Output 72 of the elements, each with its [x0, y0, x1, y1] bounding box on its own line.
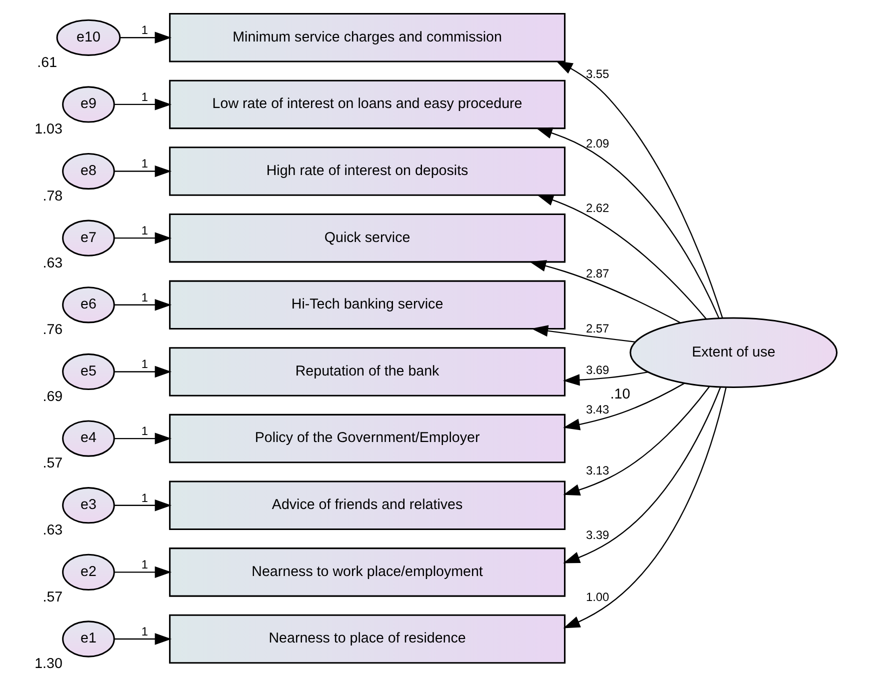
arrow [556, 60, 723, 318]
node-box: Quick service [169, 212, 566, 262]
arrow [529, 260, 681, 323]
arrow [114, 164, 172, 177]
node-box: Minimum service charges and commission [169, 12, 566, 62]
edge-label: 1 [141, 624, 148, 638]
edge-label: 3.55 [586, 66, 610, 81]
node-box: Hi-Tech banking service [169, 280, 566, 330]
node-label: 1.03 [34, 121, 62, 138]
arrow [563, 386, 722, 563]
node-ellipse: e8 [62, 152, 115, 190]
node-ellipse: e1 [62, 620, 115, 657]
node-label: .57 [42, 455, 63, 472]
node-label: .69 [42, 388, 63, 404]
node-label: .76 [42, 322, 63, 338]
edge-label: 3.13 [586, 462, 610, 477]
node-label: .10 [610, 386, 630, 402]
node-box: High rate of interest on deposits [169, 146, 566, 196]
edge-label: 2.57 [586, 320, 610, 335]
node-label: .63 [42, 522, 63, 538]
arrow [114, 365, 172, 378]
node-box: Advice of friends and relatives [169, 480, 566, 530]
arrow [562, 371, 648, 386]
arrow [536, 126, 720, 318]
arrow [563, 382, 685, 430]
arrow [536, 194, 707, 319]
arrow [531, 324, 636, 342]
edge-label: 2.62 [586, 200, 610, 214]
node-box: Low rate of interest on loans and easy procedure [169, 79, 566, 129]
node-ellipse: e2 [62, 553, 115, 590]
node-ellipse: Extent of use [630, 316, 838, 388]
edge-label: 2.09 [586, 136, 610, 150]
node-box: Nearness to place of residence [169, 614, 566, 664]
edge-label: 3.43 [586, 402, 610, 416]
edge-label: 1 [141, 89, 148, 104]
edge-label: 1 [141, 557, 148, 572]
node-label: .63 [42, 254, 63, 271]
edge-label: 1 [141, 156, 148, 170]
arrow [563, 386, 710, 496]
arrow [120, 31, 172, 43]
edge-label: 1 [141, 290, 148, 304]
node-label: .57 [42, 588, 63, 605]
edge-label: 1 [141, 423, 148, 438]
arrow [114, 499, 172, 511]
node-label: 1.30 [34, 656, 62, 672]
node-ellipse: e7 [62, 219, 115, 256]
edge-label: 1.00 [586, 589, 610, 604]
node-ellipse: e10 [56, 18, 121, 56]
arrow [563, 386, 727, 628]
node-box: Policy of the Government/Employer [169, 413, 566, 463]
node-box: Reputation of the bank [169, 346, 566, 396]
arrow [114, 432, 172, 444]
node-ellipse: e5 [62, 352, 115, 390]
arrow [114, 632, 172, 644]
node-label: .78 [42, 188, 63, 204]
edge-label: 2.87 [586, 266, 610, 280]
edge-label: 1 [141, 223, 148, 238]
arrow [114, 566, 172, 578]
arrow [114, 298, 172, 310]
node-box: Nearness to work place/employment [169, 547, 566, 596]
edge-label: 3.39 [586, 527, 610, 542]
edge-label: 3.69 [586, 362, 610, 377]
edge-label: 1 [141, 356, 148, 371]
arrow [114, 98, 172, 110]
edge-label: 1 [141, 22, 148, 37]
node-ellipse: e6 [62, 286, 115, 323]
node-ellipse: e9 [62, 86, 115, 122]
node-ellipse: e4 [62, 420, 115, 456]
node-label: .61 [37, 54, 58, 70]
arrow [114, 232, 172, 244]
node-ellipse: e3 [62, 486, 115, 524]
edge-label: 1 [141, 490, 148, 504]
